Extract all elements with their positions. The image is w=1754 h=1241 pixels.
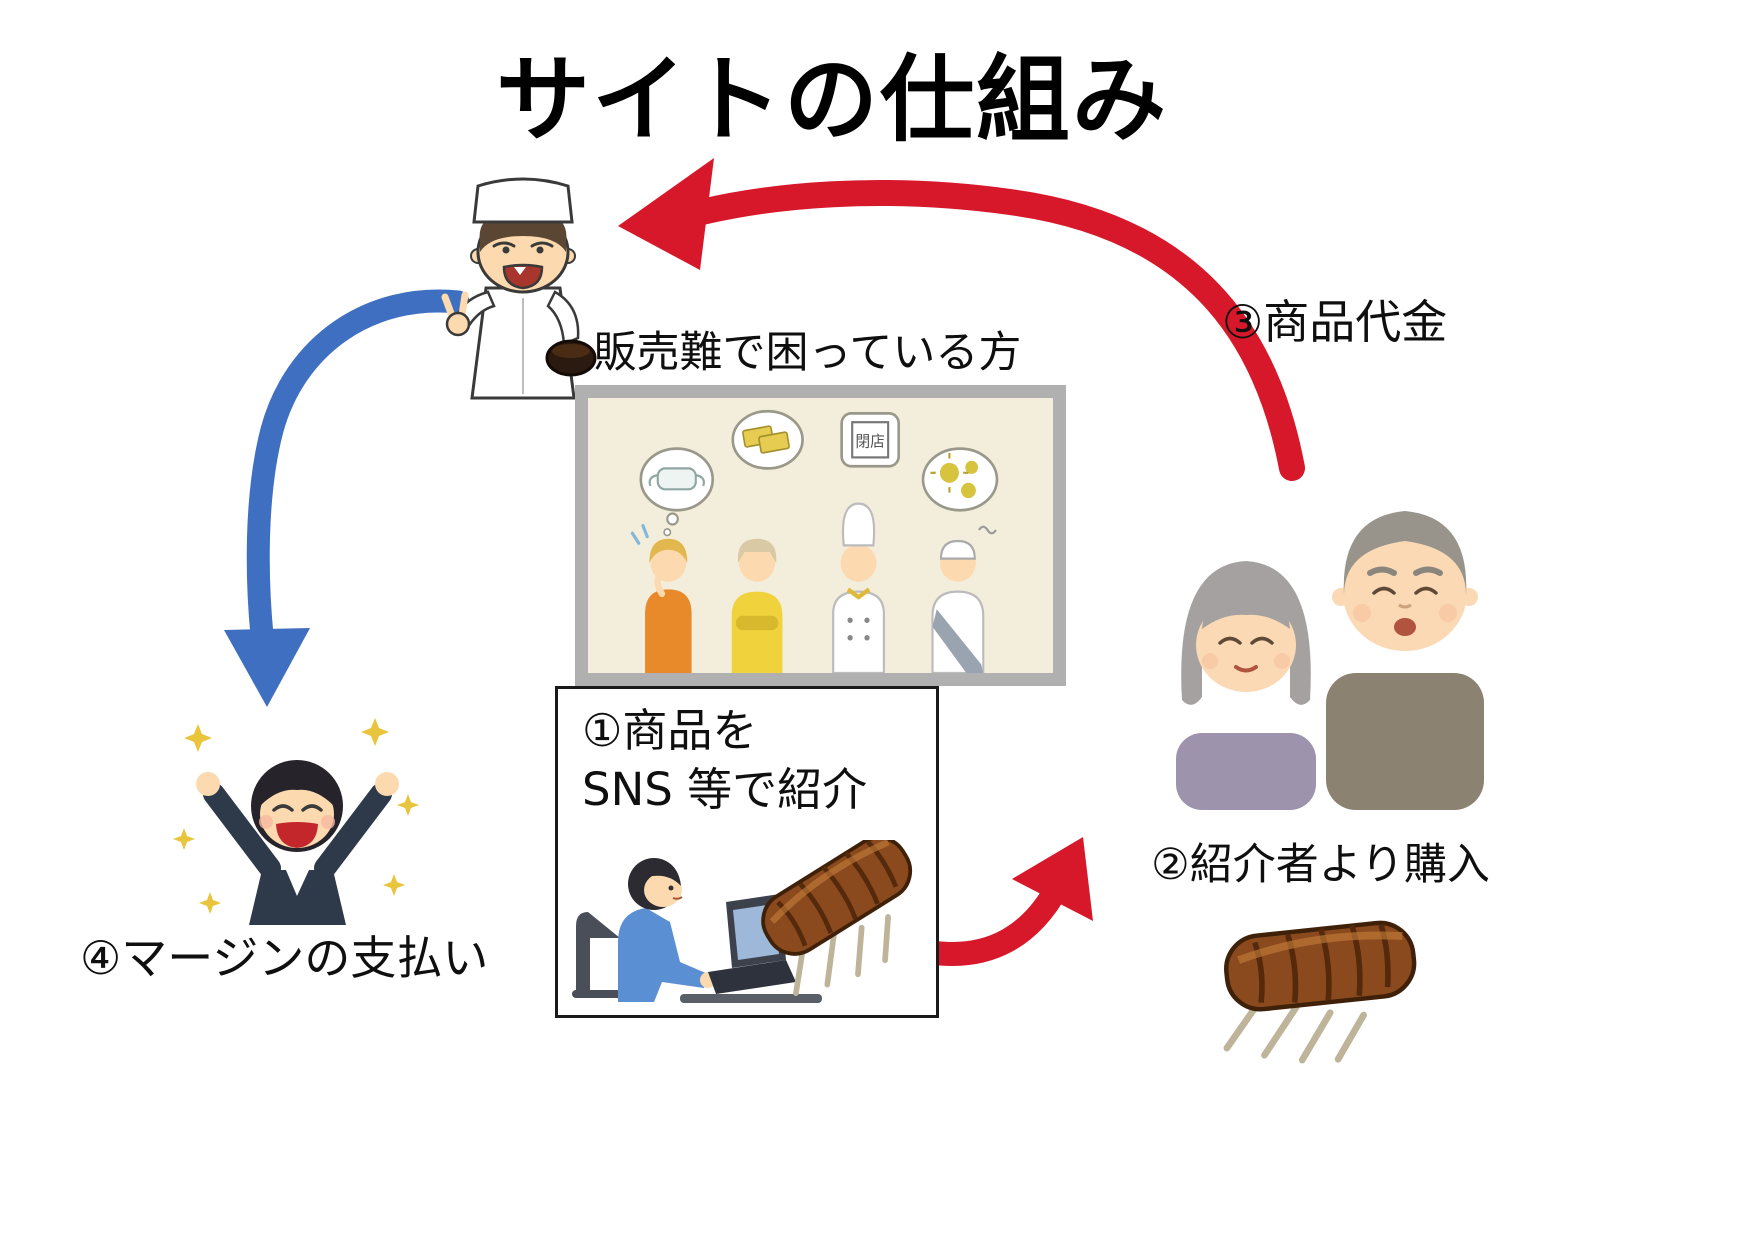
- step1-line1: ①商品を: [582, 704, 758, 757]
- worried-chef-figure: [832, 502, 885, 673]
- step2-caption: ②紹介者より購入: [1151, 840, 1490, 890]
- step1-label: ①商品を SNS 等で紹介: [558, 689, 936, 820]
- arms-crossed-figure: [731, 538, 783, 673]
- mask-icon-bubble: [639, 447, 715, 537]
- elderly-man: [1326, 511, 1484, 810]
- purchase-arrow: [916, 876, 1069, 966]
- eel-illustration: [761, 840, 913, 997]
- virus-icon-bubble: [921, 447, 999, 512]
- sparkle-icons: [173, 718, 419, 914]
- purchase-arrow-head: [1012, 837, 1093, 921]
- chef-illustration: [428, 170, 618, 410]
- chair: [576, 912, 620, 992]
- diagram-title: サイトの仕組み: [495, 46, 1168, 155]
- sns-person: [618, 858, 716, 1002]
- money-icon-bubble: [731, 409, 804, 470]
- margin-arrow: [246, 289, 470, 657]
- worried-cook-figure: [931, 525, 997, 673]
- step4-caption: ④マージンの支払い: [80, 931, 489, 985]
- payment-arrow: [689, 180, 1305, 481]
- sns-post-illustration: [572, 840, 913, 1003]
- seller-caption: 販売難で困っている方: [593, 328, 1022, 378]
- step1-box: ①商品を SNS 等で紹介: [555, 686, 939, 1018]
- cheering-figure: [196, 760, 399, 925]
- peace-sign-hand: [441, 291, 469, 320]
- elderly-couple-illustration: [1148, 465, 1488, 810]
- closed-sign-bubble: 閉店: [840, 412, 901, 468]
- elderly-woman: [1176, 561, 1316, 810]
- step3-caption: ③商品代金: [1222, 295, 1448, 349]
- cheering-woman-illustration: [170, 710, 425, 925]
- chef-hat-icon: [472, 177, 574, 224]
- payment-arrow-head: [618, 158, 714, 270]
- worried-woman-figure: [630, 523, 692, 673]
- step1-line2: SNS 等で紹介: [582, 763, 868, 817]
- margin-arrow-head: [224, 628, 310, 707]
- troubled-sellers-image: 閉店: [575, 385, 1066, 686]
- closed-sign-text: 閉店: [855, 432, 885, 450]
- eel-illustration: [1198, 880, 1423, 1070]
